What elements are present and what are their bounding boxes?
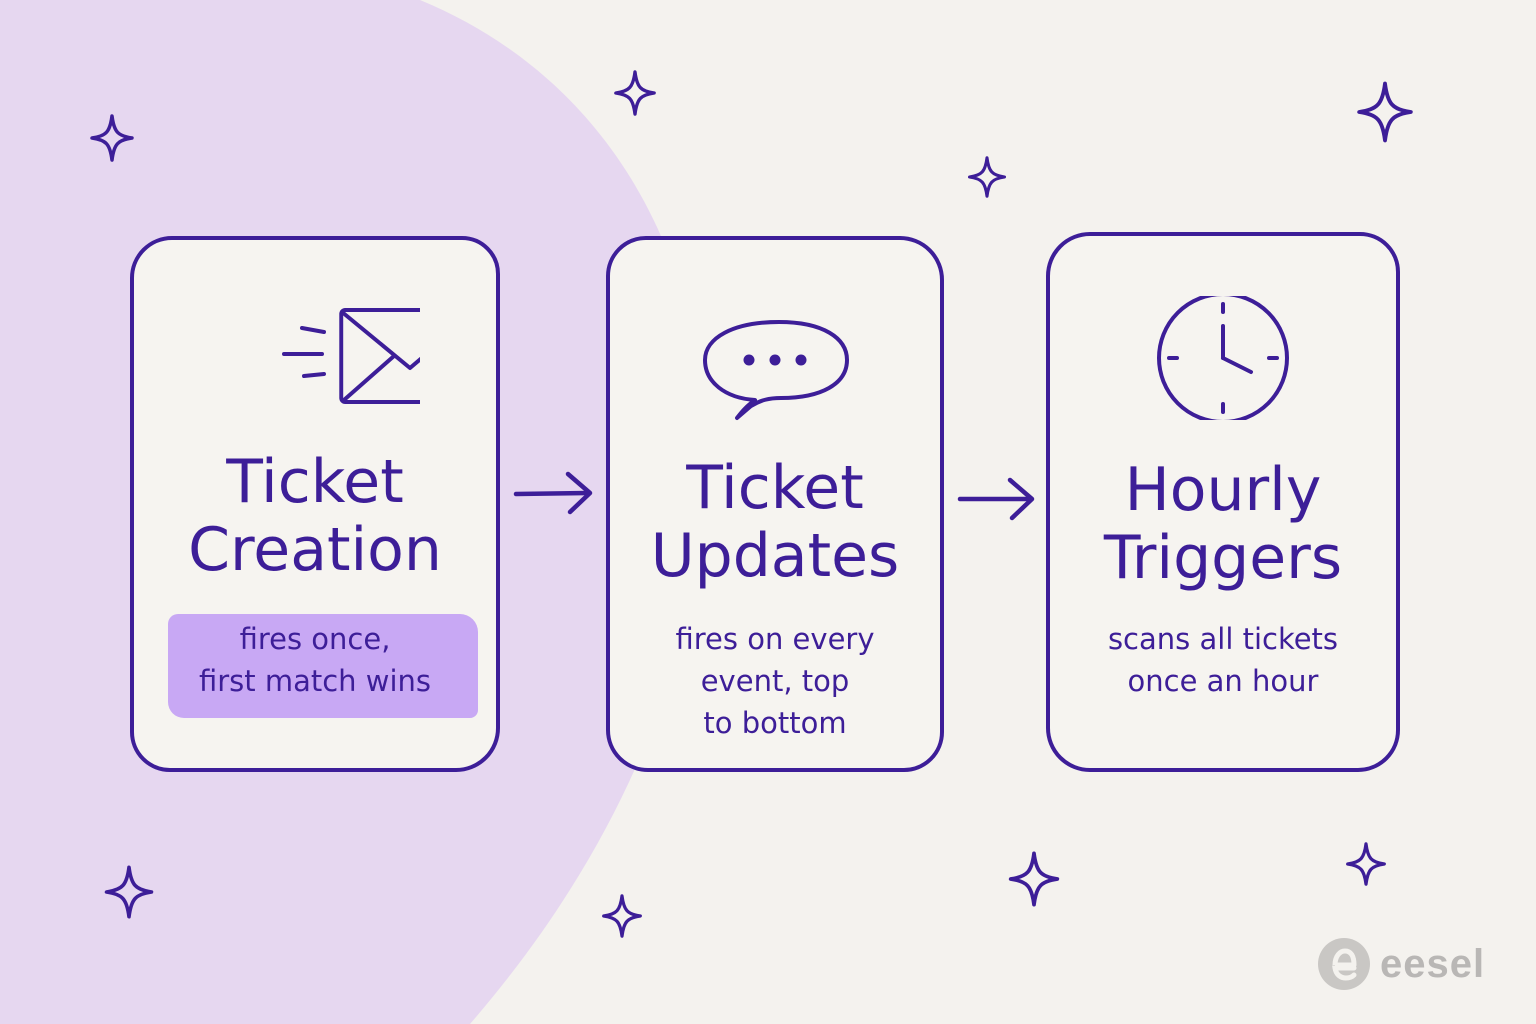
- step-title-line: Triggers: [1103, 523, 1343, 593]
- sparkle-icon: [614, 70, 656, 116]
- step-title: Ticket Updates: [610, 454, 940, 590]
- step-description-line: event, top: [700, 664, 850, 698]
- sparkle-icon: [104, 865, 154, 919]
- description-highlight: [168, 614, 478, 718]
- step-card-ticket-creation: Ticket Creation fires once, first match …: [130, 236, 500, 772]
- eesel-logo-icon: [1318, 938, 1370, 990]
- step-title-line: Ticket: [686, 453, 864, 523]
- step-title: Ticket Creation: [134, 448, 496, 584]
- step-title-line: Creation: [188, 515, 442, 585]
- speech-bubble-icon-wrap: [610, 318, 940, 428]
- step-card-ticket-updates: Ticket Updates fires on every event, top…: [606, 236, 944, 772]
- step-title-line: Ticket: [226, 447, 404, 517]
- step-description-line: scans all tickets: [1107, 622, 1339, 656]
- step-description-line: once an hour: [1127, 664, 1319, 698]
- brand-logo: eesel: [1318, 938, 1485, 990]
- sparkle-icon: [90, 114, 134, 162]
- step-description: scans all tickets once an hour: [1050, 618, 1396, 702]
- sparkle-icon: [602, 894, 642, 938]
- speech-bubble-icon: [703, 320, 849, 420]
- step-description-line: first match wins: [198, 664, 432, 698]
- step-description-line: fires on every: [675, 622, 875, 656]
- brand-name: eesel: [1380, 941, 1486, 986]
- step-description-line: to bottom: [703, 706, 847, 740]
- sparkle-icon: [1357, 81, 1413, 143]
- sparkle-icon: [967, 156, 1007, 198]
- clock-icon-wrap: [1050, 296, 1396, 420]
- sparkle-icon: [1008, 851, 1060, 907]
- arrow-right-icon: [513, 471, 593, 515]
- step-card-hourly-triggers: Hourly Triggers scans all tickets once a…: [1046, 232, 1400, 772]
- step-title: Hourly Triggers: [1050, 456, 1396, 592]
- clock-icon: [1157, 296, 1289, 420]
- step-description: fires on every event, top to bottom: [610, 618, 940, 744]
- step-description-line: fires once,: [239, 622, 391, 656]
- step-description: fires once, first match wins: [134, 618, 496, 702]
- step-title-line: Hourly: [1124, 455, 1322, 525]
- step-title-line: Updates: [650, 521, 900, 591]
- envelope-icon-wrap: [134, 304, 496, 404]
- envelope-icon: [282, 308, 420, 404]
- arrow-right-icon: [957, 477, 1035, 521]
- sparkle-icon: [1346, 842, 1386, 886]
